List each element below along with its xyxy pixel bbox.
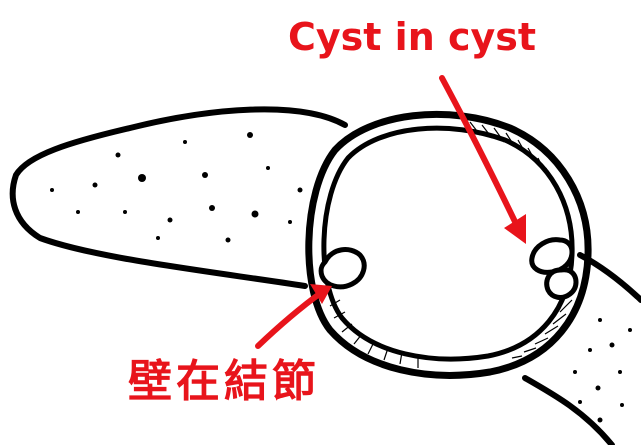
cyst-inner-wall <box>324 128 572 359</box>
arrow-cyst-in-cyst <box>442 78 526 244</box>
label-mural-nodule: 壁在結節 <box>128 356 320 407</box>
mural-nodule <box>321 250 364 287</box>
label-cyst-in-cyst: Cyst in cyst <box>288 15 536 59</box>
pancreas-body-outline <box>13 109 345 286</box>
daughter-cyst-lower <box>547 270 576 298</box>
